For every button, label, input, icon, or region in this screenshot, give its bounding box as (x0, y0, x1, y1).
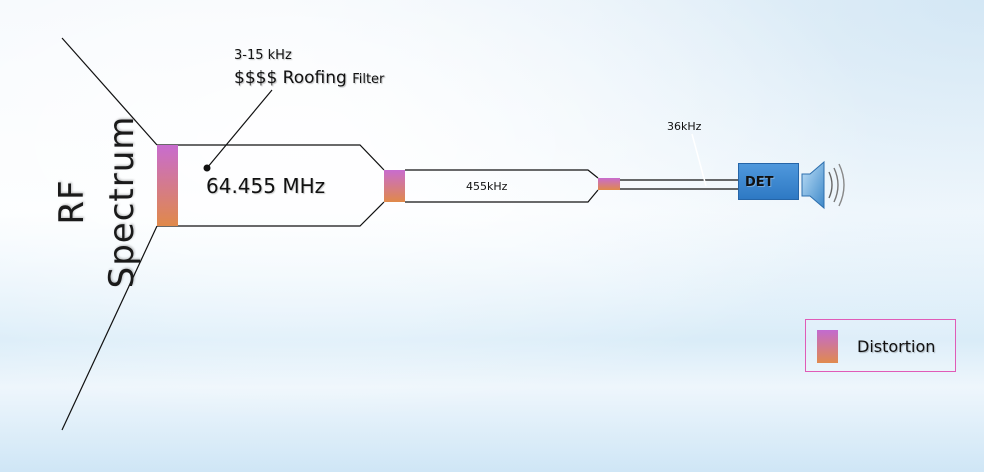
spectrum-line-bottom (61, 225, 158, 431)
diagram-title: RF Spectrum (52, 115, 142, 289)
36khz-pointer (691, 133, 707, 187)
third-if-label: 36kHz (667, 120, 702, 133)
distortion-block-second-if (598, 178, 620, 190)
distortion-block-rf (157, 145, 178, 226)
roofing-filter-label: $$$$ Roofing Filter (234, 68, 384, 88)
distortion-block-first-if (384, 170, 405, 202)
first-if-label: 64.455 MHz (206, 174, 326, 198)
speaker-icon (801, 160, 845, 210)
second-if-label: 455kHz (466, 180, 508, 193)
legend-distortion-label: Distortion (857, 337, 936, 356)
first-if-band-top (157, 144, 385, 171)
legend-distortion-swatch (817, 330, 838, 363)
second-if-band-top (405, 169, 599, 179)
legend: Distortion (805, 319, 956, 372)
first-if-band-bottom (157, 201, 385, 227)
spectrum-line-top (61, 37, 158, 146)
detector-label: DET (745, 175, 774, 190)
roofing-bandwidth-label: 3-15 kHz (234, 48, 292, 63)
roofing-filter-main: $$$$ Roofing (234, 68, 347, 88)
roofing-filter-suffix: Filter (352, 72, 385, 87)
second-if-band-bottom (405, 189, 599, 203)
roofing-filter-pointer (206, 89, 273, 169)
detector-block: DET (738, 163, 799, 200)
roofing-filter-pointer-dot (203, 164, 211, 172)
